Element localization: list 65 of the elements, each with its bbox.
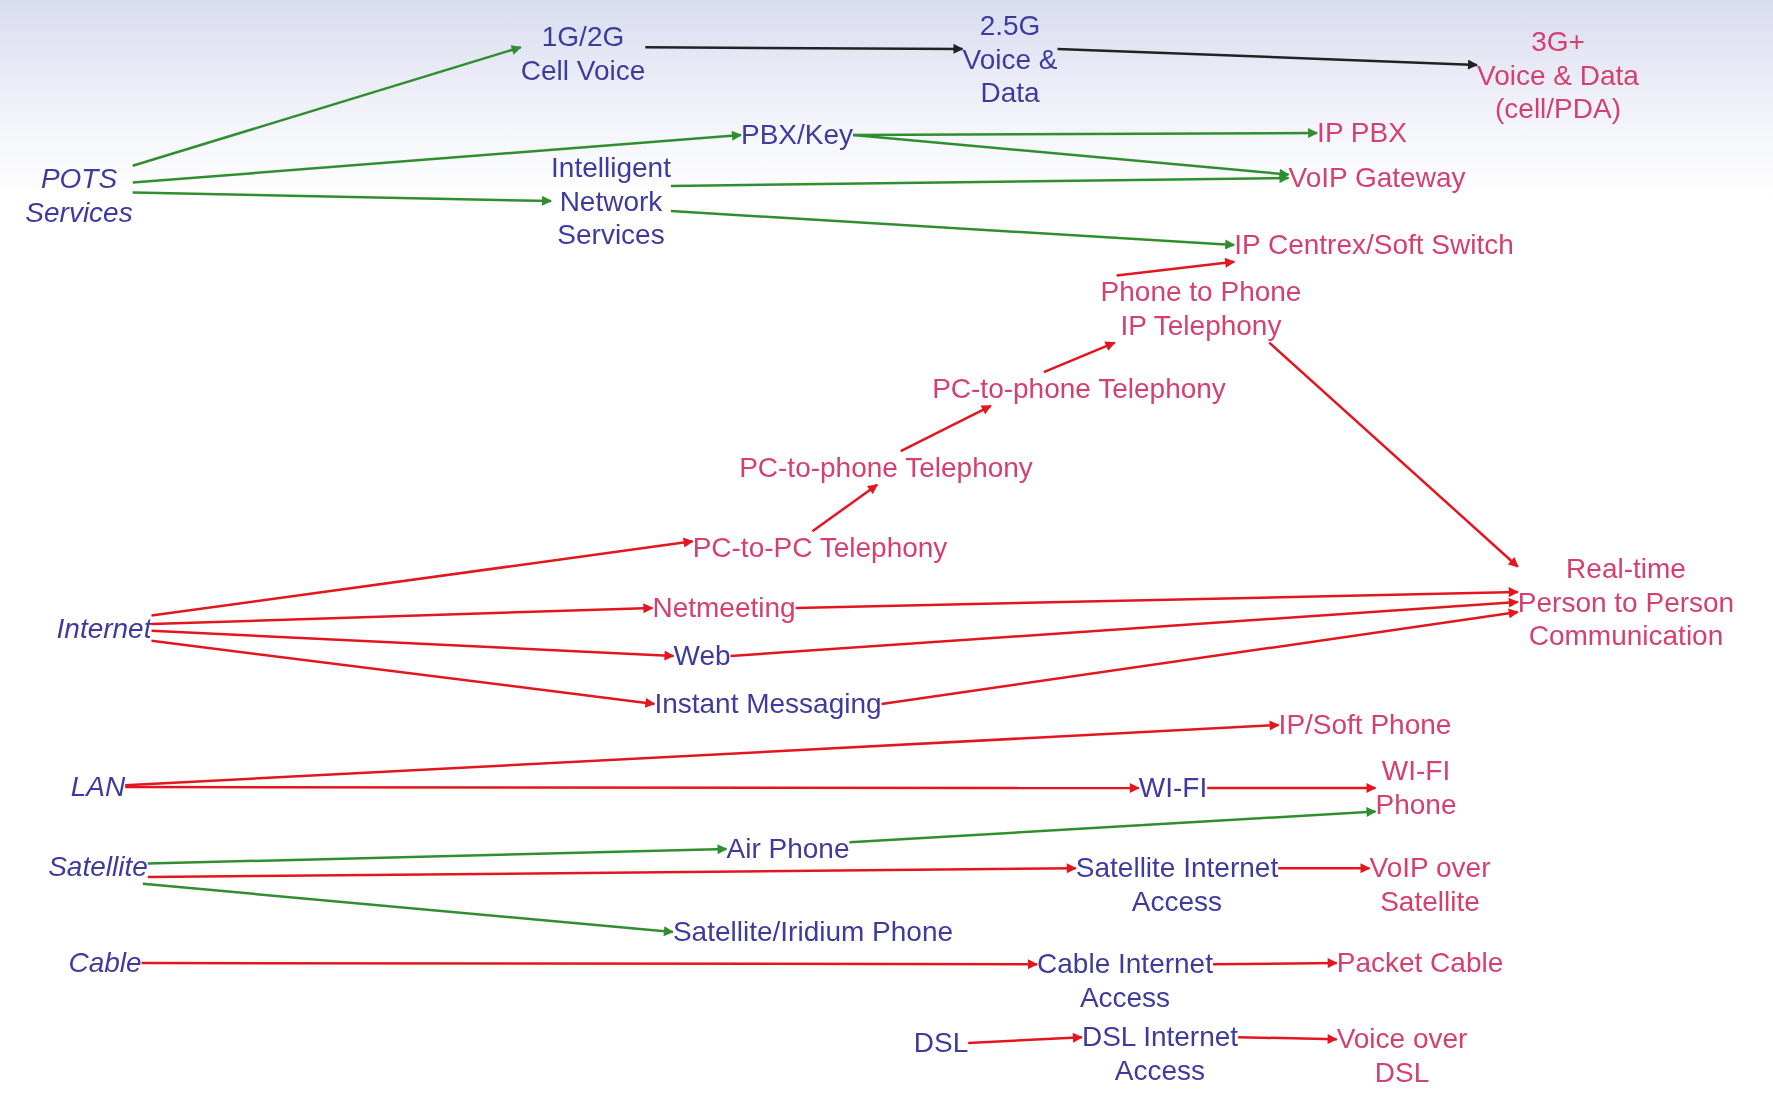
technology-label: Instant Messaging [654, 687, 882, 721]
technology-label: Cable Internet Access [1037, 947, 1213, 1015]
technology-label: Air Phone [726, 832, 850, 866]
arrow [125, 720, 1280, 787]
technology-label: IP/Soft Phone [1278, 708, 1452, 742]
arrow [670, 209, 1236, 250]
arrow [852, 133, 1290, 179]
arrow [1238, 1034, 1338, 1044]
technology-label: Satellite Internet Access [1075, 851, 1279, 919]
technology-label: 2.5G Voice & Data [962, 8, 1058, 110]
technology-label: Internet [56, 612, 152, 646]
arrow [125, 783, 1140, 793]
arrow [1213, 958, 1338, 969]
technology-label: PC-to-PC Telephony [692, 531, 948, 565]
arrow [151, 639, 656, 708]
technology-label: VoIP over Satellite [1369, 851, 1491, 919]
arrow [645, 43, 964, 54]
arrow [881, 608, 1519, 706]
technology-label: VoIP Gateway [1288, 161, 1466, 195]
technology-label: PC-to-phone Telephony [739, 451, 1033, 485]
arrow [900, 404, 992, 453]
technology-label: WI-FI Phone [1375, 754, 1457, 822]
arrow [151, 537, 694, 617]
technology-label: Netmeeting [652, 591, 796, 625]
arrow [1043, 341, 1116, 374]
arrow [132, 45, 522, 167]
technology-label: Web [673, 639, 731, 673]
technology-label: PC-to-phone Telephony [932, 372, 1226, 406]
technology-label: 3G+ Voice & Data (cell/PDA) [1477, 24, 1639, 126]
arrow [670, 173, 1290, 188]
arrow [151, 629, 675, 661]
technology-label: IP Centrex/Soft Switch [1234, 228, 1514, 262]
arrow [1207, 783, 1377, 793]
arrow [132, 130, 742, 184]
arrow [849, 807, 1377, 844]
arrow [1278, 863, 1371, 874]
technology-label: 1G/2G Cell Voice [520, 20, 646, 88]
technology-label: Voice over DSL [1336, 1022, 1468, 1090]
technology-label: Phone to Phone IP Telephony [1100, 275, 1302, 343]
technology-label: Satellite [48, 850, 148, 884]
arrow [1057, 47, 1478, 70]
technology-label: Intelligent Network Services [551, 150, 671, 252]
arrow [811, 483, 878, 533]
technology-label: PBX/Key [740, 118, 854, 152]
arrow [142, 882, 674, 937]
arrow [795, 587, 1519, 610]
arrow [968, 1032, 1083, 1045]
arrow [1268, 341, 1519, 568]
technology-label: Cable [68, 946, 142, 980]
arrow [141, 959, 1038, 970]
arrow [730, 597, 1519, 658]
arrow [147, 863, 1077, 879]
technology-label: Real-time Person to Person Communication [1517, 551, 1735, 653]
arrow [151, 603, 654, 626]
technology-label: DSL Internet Access [1081, 1020, 1239, 1088]
technology-label: POTS Services [25, 162, 133, 230]
arrow [1116, 257, 1236, 277]
arrow [132, 191, 553, 206]
technology-label: IP PBX [1317, 116, 1407, 150]
technology-label: Satellite/Iridium Phone [672, 915, 954, 949]
technology-label: DSL [913, 1026, 969, 1060]
technology-label: WI-FI [1138, 771, 1208, 805]
arrow [147, 844, 728, 865]
technology-label: Packet Cable [1336, 946, 1504, 980]
technology-label: LAN [70, 770, 126, 804]
